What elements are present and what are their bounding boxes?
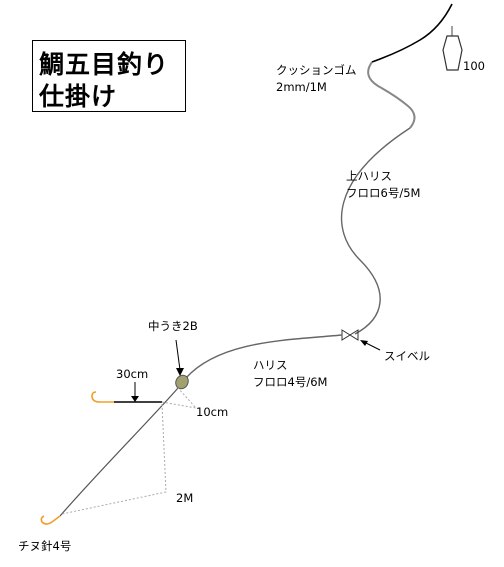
sinker-icon [442,35,463,71]
branch-length-label: 30cm [116,367,149,381]
swivel-label: スイベル [384,349,430,363]
cushion-gomu [367,61,416,129]
main-line [371,3,453,63]
cushion-gomu-name: クッションゴム [276,63,357,77]
title-line-1: 鯛五目釣り [39,50,170,79]
harris-line [185,334,343,379]
title-box: 鯛五目釣り 仕掛け [32,40,186,112]
title-line-2: 仕掛け [39,82,118,111]
float-label: 中うき2B [148,319,198,333]
branch-gap-dim [161,387,198,409]
branch-hook-icon [91,391,114,403]
harris-name: ハリス [253,358,288,372]
harris-spec: フロロ4号/6M [253,375,328,389]
cushion-gomu-spec: 2mm/1M [276,80,327,94]
swivel-icon [341,329,359,341]
upper-harris-name: 上ハリス [346,169,392,183]
upper-harris-spec: フロロ6号/5M [346,186,421,200]
hook-label: チヌ針4号 [18,539,72,553]
lower-length-label: 2M [176,491,194,505]
lower-length-dim [61,403,167,515]
hook-icon [40,515,61,525]
sinker-label: 100 [463,59,485,73]
branch-gap-label: 10cm [196,405,229,419]
float-arrow [175,339,181,371]
upper-harris-line [340,127,411,335]
lower-harris-line [59,387,179,517]
